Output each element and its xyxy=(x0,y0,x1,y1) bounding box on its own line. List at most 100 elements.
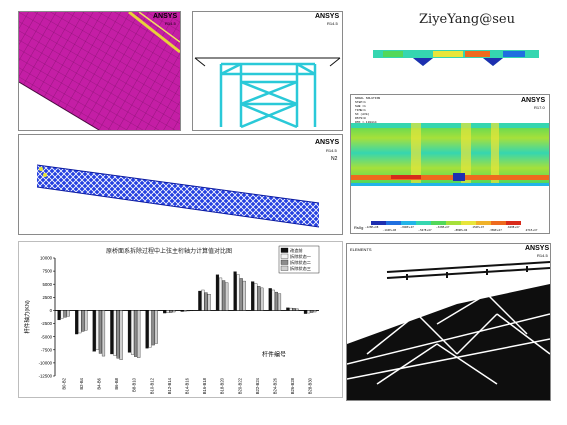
bar xyxy=(183,310,187,312)
ansys-logo: ANSYS xyxy=(315,139,340,146)
x-tick-label: B8-B10 xyxy=(132,377,137,392)
legend-swatch xyxy=(280,265,289,271)
legend-value: -.889E+06 xyxy=(453,229,468,232)
x-tick-label: B22-B24 xyxy=(255,377,260,394)
legend-swatch xyxy=(416,221,431,225)
legend-swatch xyxy=(386,221,401,225)
legend-swatch xyxy=(371,221,386,225)
bar xyxy=(92,310,96,352)
bar xyxy=(198,290,202,311)
mesh-panel: ANSYS R14.5 xyxy=(18,11,181,131)
legend-swatch xyxy=(491,221,506,225)
legend-value: -.104E+08 xyxy=(382,229,397,232)
legend-swatch xyxy=(476,221,491,225)
x-tick-label: B28-B30 xyxy=(308,377,313,394)
bar xyxy=(292,308,296,311)
chart-title: 原桥面系拆除过程中上弦主桁轴力计算值对比图 xyxy=(106,247,232,255)
bar xyxy=(260,287,264,311)
ansys-logo: ANSYS xyxy=(521,97,546,104)
bar xyxy=(119,310,123,360)
bar xyxy=(286,307,290,311)
legend-swatch xyxy=(461,221,476,225)
bar xyxy=(78,310,82,334)
x-tick-label: B10-B12 xyxy=(149,377,154,394)
load-step-tag: N2 xyxy=(331,156,338,162)
bar xyxy=(137,310,141,358)
bar xyxy=(251,281,255,311)
bar xyxy=(239,278,243,311)
bar xyxy=(110,310,114,355)
x-tick-label: B0-B2 xyxy=(61,377,66,389)
bar xyxy=(75,310,79,335)
legend-swatch xyxy=(280,253,289,259)
deck-mesh-graphic xyxy=(19,12,180,130)
bar xyxy=(313,310,317,313)
legend-value: .389E+07 xyxy=(489,229,502,232)
plot-label: ELEMENTS xyxy=(350,247,372,252)
y-tick-label: 0 xyxy=(50,308,53,313)
bar xyxy=(116,310,120,359)
ansys-release: R17.0 xyxy=(534,105,545,110)
legend-swatch xyxy=(506,221,521,225)
color-legend xyxy=(371,221,521,225)
x-tick-label: B26-B28 xyxy=(290,377,295,394)
author-credit: ZiyeYang@seu xyxy=(419,12,515,27)
ansys-release: R14.5 xyxy=(326,148,337,153)
x-tick-label: B4-B6 xyxy=(97,377,102,389)
bar xyxy=(222,280,226,311)
deformed-beam-panel: ANSYS R14.5 N2 xyxy=(18,134,343,235)
x-tick-label: B12-B14 xyxy=(167,377,172,394)
bar xyxy=(303,310,308,314)
bar xyxy=(84,310,88,331)
legend-swatch xyxy=(280,247,289,253)
legend-swatch xyxy=(280,259,289,265)
ansys-release: R14.5 xyxy=(537,253,548,258)
bar xyxy=(113,310,117,356)
y-tick-label: -5000 xyxy=(41,334,53,339)
y-tick-label: -10000 xyxy=(39,360,53,365)
bar xyxy=(186,310,190,312)
truss-section-graphic xyxy=(194,57,341,129)
bar xyxy=(169,310,173,313)
bar xyxy=(151,310,155,346)
ansys-logo: ANSYS xyxy=(153,13,178,20)
truss-structure-graphic xyxy=(347,261,550,400)
bar xyxy=(145,310,149,349)
bar xyxy=(172,310,176,313)
bar xyxy=(289,307,293,311)
bar xyxy=(274,291,278,311)
legend-value: .628E+07 xyxy=(507,226,520,229)
bar xyxy=(254,283,258,311)
x-tick-label: B24-B26 xyxy=(273,377,278,394)
x-tick-label: B2-B4 xyxy=(79,377,84,389)
bar xyxy=(127,310,132,353)
bar xyxy=(98,310,102,354)
x-tick-label: B16-B18 xyxy=(202,377,207,394)
legend-values: -.128E+08-.104E+08-.806E+07-.567E+07-.32… xyxy=(365,226,537,232)
ansys-release: R14.5 xyxy=(165,21,176,26)
legend-label: 拆除状态二 xyxy=(290,259,311,266)
bar xyxy=(236,274,240,311)
deformed-beam-graphic xyxy=(36,164,320,228)
axial-force-chart: 原桥面系拆除过程中上弦主桁轴力计算值对比图100007500500025000-… xyxy=(23,245,320,394)
bar xyxy=(154,310,158,344)
black-truss-panel: ANSYS R14.5 ELEMENTS xyxy=(346,243,551,401)
bar xyxy=(60,310,64,319)
legend-swatch xyxy=(446,221,461,225)
y-tick-label: -7500 xyxy=(41,347,53,352)
ansys-release: R14.5 xyxy=(327,21,338,26)
legend-label: 拆除状态一 xyxy=(290,253,311,260)
stress-strip-graphic xyxy=(373,36,539,72)
bar xyxy=(180,310,184,312)
legend-value: .971E+07 xyxy=(525,229,538,232)
bar xyxy=(242,280,246,311)
bar xyxy=(268,288,272,311)
y-tick-label: 7500 xyxy=(42,269,52,274)
bar xyxy=(225,282,229,311)
bar xyxy=(148,310,152,348)
stress-contour-graphic xyxy=(351,123,549,186)
bar xyxy=(166,310,170,313)
legend-value: -.128E+08 xyxy=(365,226,379,229)
